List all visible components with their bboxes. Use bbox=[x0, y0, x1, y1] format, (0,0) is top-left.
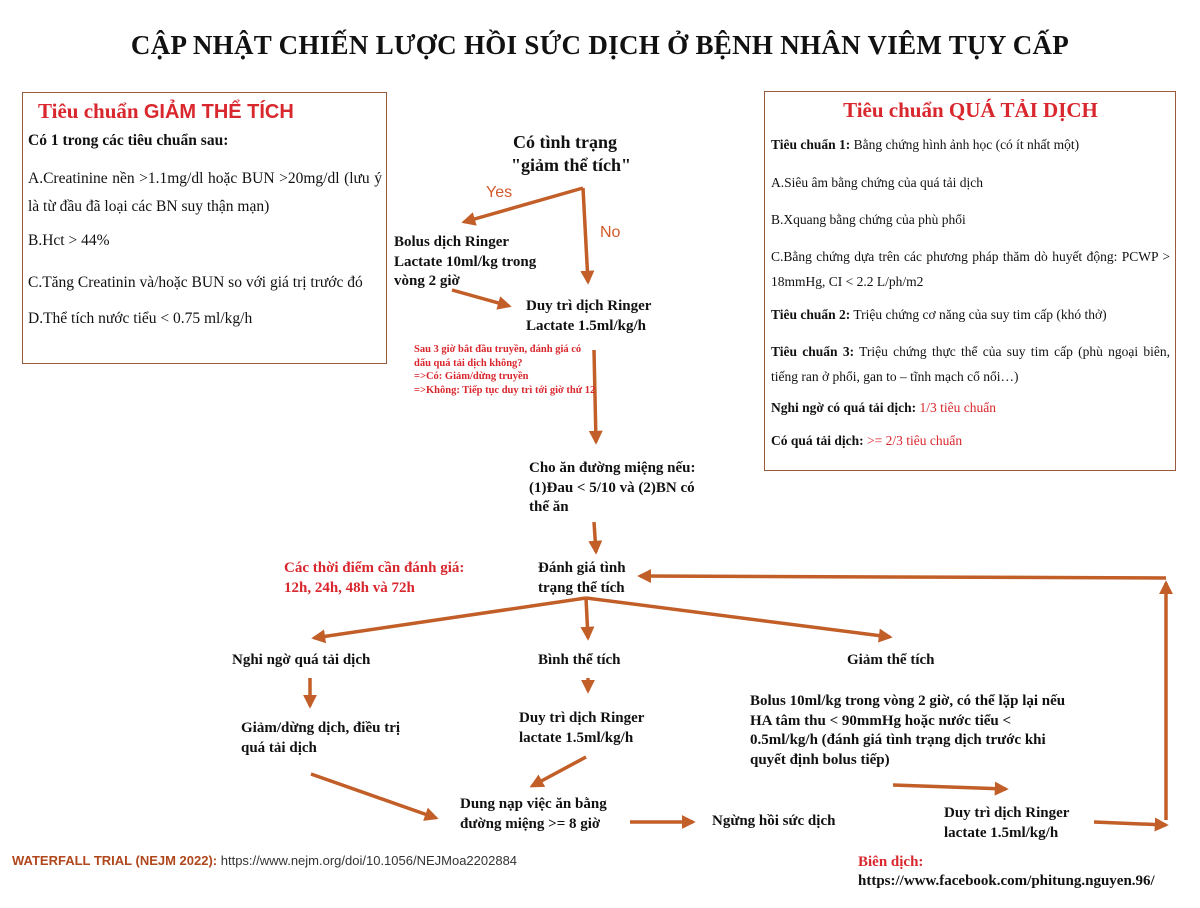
hypovolemia-criterion-a: A.Creatinine nền >1.1mg/dl hoặc BUN >20m… bbox=[28, 170, 382, 215]
translation-link[interactable]: https://www.facebook.com/phitung.nguyen.… bbox=[858, 873, 1155, 889]
hypovolemia-criteria-box: Tiêu chuẩn GIẢM THỂ TÍCH Có 1 trong các … bbox=[22, 92, 387, 364]
hypovolemia-criterion-b: B.Hct > 44% bbox=[28, 231, 110, 249]
hypovolemia-criterion-c: C.Tăng Creatinin và/hoặc BUN so với giá … bbox=[28, 274, 363, 292]
initial-maintenance: Duy trì dịch Ringer Lactate 1.5ml/kg/h bbox=[526, 298, 652, 334]
stop-resuscitation: Ngừng hồi sức dịch bbox=[712, 813, 836, 829]
oral-tolerance: Dung nạp việc ăn bằng đường miệng >= 8 g… bbox=[460, 796, 607, 832]
overload-confirm: Có quá tải dịch: >= 2/3 tiêu chuẩn bbox=[771, 432, 963, 448]
trial-reference: WATERFALL TRIAL (NEJM 2022): https://www… bbox=[12, 853, 518, 868]
oral-feeding: Cho ăn đường miệng nếu: (1)Đau < 5/10 và… bbox=[529, 460, 696, 515]
no-label: No bbox=[600, 224, 621, 241]
overload-suspect: Nghi ngờ có quá tải dịch: 1/3 tiêu chuẩn bbox=[771, 399, 996, 415]
overload-criterion-1a: A.Siêu âm bằng chứng của quá tải dịch bbox=[771, 175, 984, 190]
arrow-feeding-to-assess bbox=[588, 521, 603, 555]
overload-action: Giảm/dừng dịch, điều trị quá tải dịch bbox=[241, 720, 401, 756]
arrow-bolus-to-maintain bbox=[451, 288, 512, 310]
fluid-overload-heading: Tiêu chuẩn QUÁ TẢI DỊCH bbox=[843, 98, 1098, 122]
page-title: CẬP NHẬT CHIẾN LƯỢC HỒI SỨC DỊCH Ở BỆNH … bbox=[130, 30, 1070, 60]
arrow-maintain-to-loop bbox=[1093, 817, 1169, 832]
overload-criterion-2: Tiêu chuẩn 2: Triệu chứng cơ năng của su… bbox=[771, 306, 1107, 322]
arrow-to-hypo bbox=[585, 596, 893, 643]
trial-link[interactable]: https://www.nejm.org/doi/10.1056/NEJMoa2… bbox=[217, 853, 518, 868]
overload-criterion-3: Tiêu chuẩn 3: Triệu chứng thực thể của s… bbox=[771, 343, 1170, 384]
initial-bolus: Bolus dịch Ringer Lactate 10ml/kg trong … bbox=[394, 234, 537, 289]
arrow-to-feeding bbox=[588, 349, 603, 445]
arrow-no bbox=[580, 187, 595, 285]
arrow-hypo-to-maintain bbox=[892, 781, 1009, 796]
overload-criterion-1: Tiêu chuẩn 1: Bằng chứng hình ảnh học (c… bbox=[771, 137, 1080, 152]
yes-label: Yes bbox=[486, 184, 513, 201]
arrow-to-overload bbox=[311, 596, 587, 644]
three-hour-note: Sau 3 giờ bắt đầu truyền, đánh giá có dấ… bbox=[414, 344, 596, 396]
hypovolemia-intro: Có 1 trong các tiêu chuẩn sau: bbox=[28, 132, 229, 149]
arrow-to-normal bbox=[580, 597, 595, 641]
euvolemia-action: Duy trì dịch Ringer lactate 1.5ml/kg/h bbox=[519, 710, 645, 746]
translation-label: Biên dịch: bbox=[858, 854, 924, 870]
branch-hypovolemia: Giảm thể tích bbox=[847, 652, 935, 668]
branch-euvolemia: Bình thể tích bbox=[538, 652, 621, 668]
fluid-overload-criteria-box: Tiêu chuẩn QUÁ TẢI DỊCH Tiêu chuẩn 1: Bằ… bbox=[764, 91, 1176, 471]
assessment-times: Các thời điểm cần đánh giá: 12h, 24h, 48… bbox=[284, 560, 465, 596]
branch-suspected-overload: Nghi ngờ quá tải dịch bbox=[232, 652, 371, 668]
hypovolemia-action: Bolus 10ml/kg trong vòng 2 giờ, có thể l… bbox=[750, 693, 1066, 768]
arrow-normal-to-tolerate bbox=[529, 755, 587, 788]
arrow-yes bbox=[461, 186, 584, 226]
hypovolemia-heading: Tiêu chuẩn GIẢM THỂ TÍCH bbox=[38, 99, 294, 123]
start-question: Có tình trạng "giảm thể tích" bbox=[511, 132, 631, 176]
overload-criterion-1b: B.Xquang bằng chứng của phù phổi bbox=[771, 212, 966, 227]
overload-criterion-1c: C.Bằng chứng dựa trên các phương pháp th… bbox=[771, 249, 1170, 289]
maintenance-after-bolus: Duy trì dịch Ringer lactate 1.5ml/kg/h bbox=[944, 805, 1070, 841]
arrow-overload-to-tolerate bbox=[310, 772, 439, 821]
volume-assessment: Đánh giá tình trạng thể tích bbox=[538, 560, 626, 596]
arrow-loop-back bbox=[637, 569, 1167, 584]
hypovolemia-criterion-d: D.Thể tích nước tiểu < 0.75 ml/kg/h bbox=[28, 310, 253, 328]
